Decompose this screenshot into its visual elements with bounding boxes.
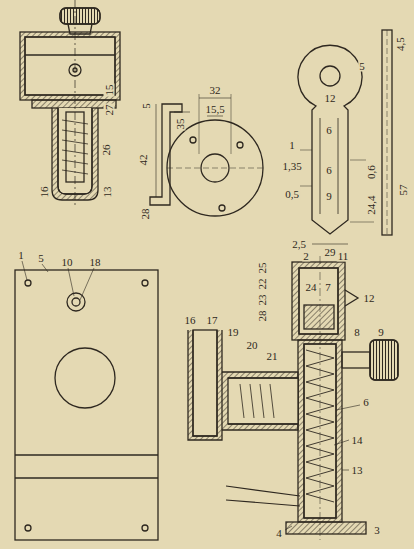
callout-number: 6 bbox=[362, 397, 370, 408]
callout-number: 15 bbox=[104, 84, 115, 97]
dimension: 42 bbox=[138, 154, 149, 167]
dimension: 9 bbox=[325, 191, 333, 202]
callout-number: 20 bbox=[246, 340, 259, 351]
callout-number: 8 bbox=[353, 327, 361, 338]
callout-number: 23 bbox=[257, 294, 268, 307]
dimension: 57 bbox=[398, 184, 409, 197]
dimension: 4,5 bbox=[395, 36, 406, 52]
callout-number: 22 bbox=[257, 278, 268, 291]
dimension: 29 bbox=[324, 247, 337, 258]
callout-number: 1 bbox=[17, 250, 25, 261]
dimension: 0,5 bbox=[284, 189, 300, 200]
callout-number: 24 bbox=[305, 282, 318, 293]
callout-number: 9 bbox=[377, 327, 385, 338]
callout-number: 5 bbox=[37, 253, 45, 264]
callout-number: 27 bbox=[104, 104, 115, 117]
callout-number: 10 bbox=[61, 257, 74, 268]
top-view bbox=[20, 0, 120, 205]
dimension: 1 bbox=[288, 140, 296, 151]
callout-number: 28 bbox=[257, 310, 268, 323]
dimension: 0,6 bbox=[366, 164, 377, 180]
dimension: 6 bbox=[325, 125, 333, 136]
callout-number: 11 bbox=[337, 251, 350, 262]
callout-number: 19 bbox=[227, 327, 240, 338]
callout-number: 18 bbox=[89, 257, 102, 268]
dimension: 1,35 bbox=[281, 161, 302, 172]
section-view bbox=[188, 256, 398, 540]
callout-number: 16 bbox=[39, 186, 50, 199]
callout-number: 14 bbox=[351, 435, 364, 446]
dimension: 35 bbox=[175, 118, 186, 131]
callout-number: 4 bbox=[275, 528, 283, 539]
base-plate bbox=[15, 261, 158, 540]
callout-number: 13 bbox=[351, 465, 364, 476]
contact-key bbox=[298, 30, 392, 244]
bracket-part bbox=[150, 104, 190, 205]
callout-number: 2 bbox=[302, 251, 310, 262]
callout-number: 25 bbox=[257, 262, 268, 275]
dimension: 32 bbox=[209, 85, 222, 96]
callout-number: 7 bbox=[324, 282, 332, 293]
callout-number: 3 bbox=[373, 525, 381, 536]
dimension: 6 bbox=[325, 165, 333, 176]
callout-number: 21 bbox=[266, 351, 279, 362]
dimension: 24,4 bbox=[366, 194, 377, 215]
callout-number: 26 bbox=[101, 144, 112, 157]
callout-number: 17 bbox=[206, 315, 219, 326]
dimension: 15,5 bbox=[204, 104, 225, 115]
callout-number: 16 bbox=[184, 315, 197, 326]
callout-number: 13 bbox=[102, 186, 113, 199]
dimension: 2,5 bbox=[291, 239, 307, 250]
callout-number: 12 bbox=[363, 293, 376, 304]
dimension: 12 bbox=[324, 93, 337, 104]
disc-part bbox=[167, 94, 263, 216]
dimension: 28 bbox=[140, 208, 151, 221]
dimension: 5 bbox=[141, 102, 152, 110]
dimension: 5 bbox=[358, 61, 366, 72]
